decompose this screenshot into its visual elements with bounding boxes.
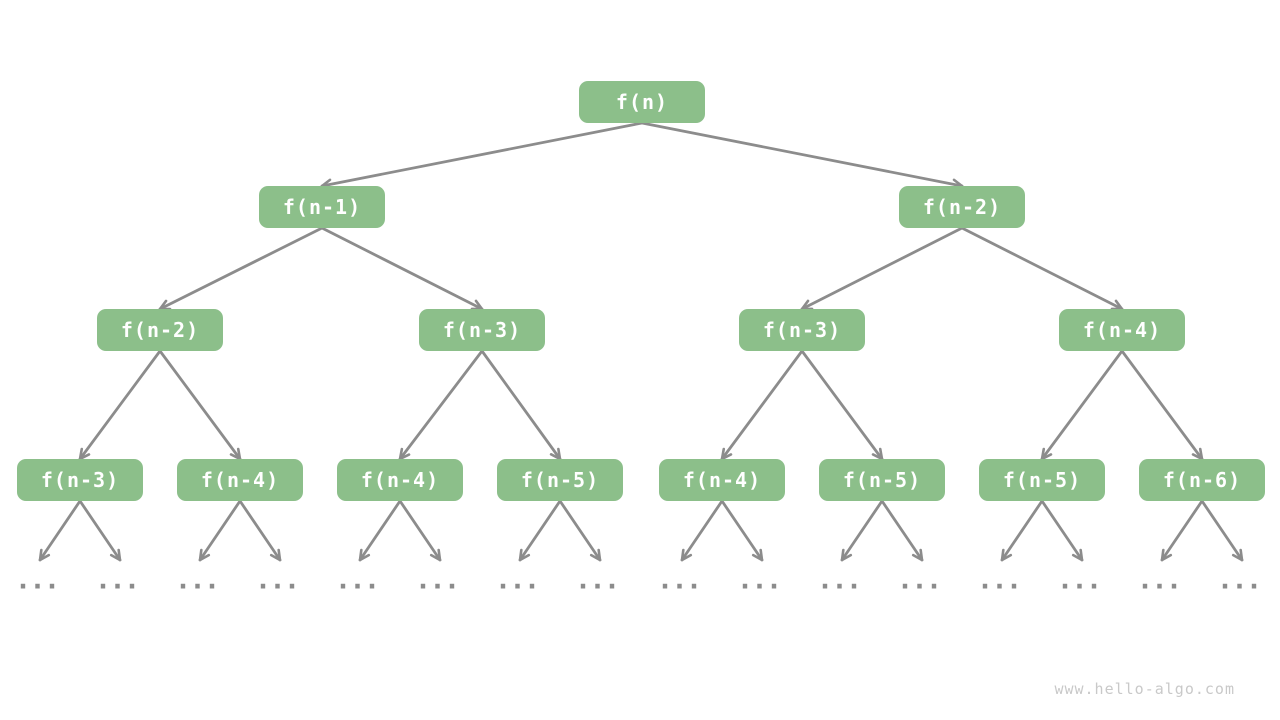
tree-edge-arrow [320, 226, 484, 311]
ellipsis-leaf: ... [740, 565, 784, 595]
tree-node: f(n-3) [739, 309, 865, 351]
ellipsis-leaf: ... [258, 565, 302, 595]
tree-edge-arrow [680, 499, 724, 562]
tree-node: f(n-3) [419, 309, 545, 351]
tree-node: f(n-6) [1139, 459, 1265, 501]
tree-node: f(n-2) [899, 186, 1025, 228]
tree-edge-arrow [800, 349, 884, 461]
tree-edge-arrow [198, 499, 242, 562]
tree-edge-arrow [480, 349, 562, 461]
tree-edge-arrow [78, 349, 162, 461]
tree-edge-arrow [720, 499, 764, 562]
ellipsis-leaf: ... [980, 565, 1024, 595]
ellipsis-leaf: ... [660, 565, 704, 595]
tree-node: f(n-5) [979, 459, 1105, 501]
tree-edge-arrow [358, 499, 402, 562]
ellipsis-leaf: ... [338, 565, 382, 595]
tree-edge-arrow [398, 499, 442, 562]
tree-edge-arrow [78, 499, 122, 562]
tree-edge-arrow [38, 499, 82, 562]
tree-edge-arrow [558, 499, 602, 562]
tree-node: f(n-5) [497, 459, 623, 501]
tree-edge-arrow [158, 349, 242, 461]
tree-node: f(n-2) [97, 309, 223, 351]
ellipsis-leaf: ... [18, 565, 62, 595]
tree-edge-arrow [960, 226, 1124, 311]
tree-edge-arrow [320, 121, 644, 190]
tree-edge-arrow [158, 226, 324, 311]
tree-edge-arrow [880, 499, 924, 562]
tree-node: f(n-1) [259, 186, 385, 228]
ellipsis-leaf: ... [1060, 565, 1104, 595]
tree-node: f(n-4) [177, 459, 303, 501]
tree-node: f(n-4) [659, 459, 785, 501]
tree-node: f(n-4) [1059, 309, 1185, 351]
tree-edge-arrow [840, 499, 884, 562]
tree-edge-arrow [398, 349, 484, 461]
tree-node: f(n-3) [17, 459, 143, 501]
tree-edge-arrow [1200, 499, 1244, 562]
tree-edge-arrow [518, 499, 562, 562]
ellipsis-leaf: ... [1140, 565, 1184, 595]
tree-edge-arrow [1040, 349, 1124, 461]
tree-edge-arrow [1120, 349, 1204, 461]
tree-edge-arrow [640, 121, 964, 190]
ellipsis-leaf: ... [498, 565, 542, 595]
tree-edge-arrow [1160, 499, 1204, 562]
ellipsis-leaf: ... [418, 565, 462, 595]
watermark: www.hello-algo.com [1054, 680, 1235, 698]
ellipsis-leaf: ... [900, 565, 944, 595]
tree-edge-arrow [1040, 499, 1084, 562]
tree-node: f(n-5) [819, 459, 945, 501]
tree-edge-arrow [238, 499, 282, 562]
tree-node: f(n) [579, 81, 705, 123]
tree-edge-arrow [1000, 499, 1044, 562]
ellipsis-leaf: ... [1220, 565, 1264, 595]
tree-node: f(n-4) [337, 459, 463, 501]
tree-edge-arrow [720, 349, 804, 461]
ellipsis-leaf: ... [178, 565, 222, 595]
ellipsis-leaf: ... [820, 565, 864, 595]
ellipsis-leaf: ... [578, 565, 622, 595]
edges-group [38, 121, 1244, 562]
tree-edge-arrow [800, 226, 964, 311]
ellipsis-leaf: ... [98, 565, 142, 595]
